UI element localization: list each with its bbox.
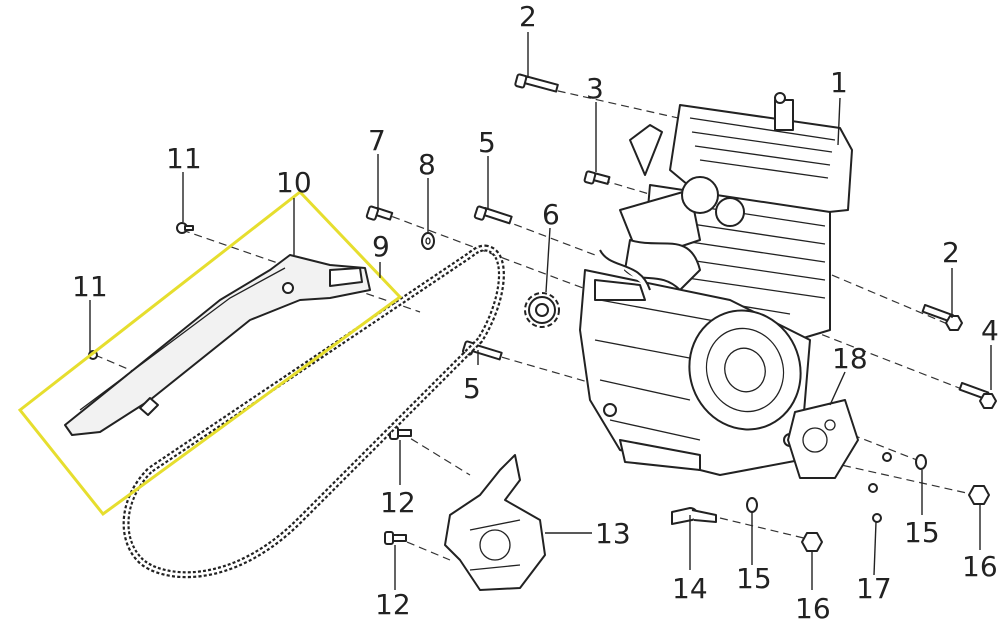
bolt-12-bottom — [384, 531, 407, 545]
callout-2-top: 2 — [519, 0, 537, 33]
callout-7: 7 — [368, 124, 386, 157]
callout-13: 13 — [595, 517, 631, 550]
bolt-12-top — [389, 426, 412, 440]
callout-15-bottom: 15 — [736, 562, 772, 595]
bolt-4 — [958, 382, 997, 409]
bolt-2-right — [921, 304, 963, 331]
highlight-box — [17, 189, 403, 517]
callout-10: 10 — [276, 166, 312, 199]
leader-lines — [89, 32, 992, 590]
bolts-17 — [868, 452, 892, 523]
callout-8: 8 — [418, 148, 436, 181]
sprocket-cover — [787, 399, 859, 479]
nuts-16 — [801, 485, 990, 552]
callout-17: 17 — [856, 572, 892, 605]
drive-chain-icon — [122, 244, 505, 579]
callout-15-right: 15 — [904, 516, 940, 549]
callout-1: 1 — [830, 66, 848, 99]
callout-5-top: 5 — [478, 126, 496, 159]
callout-12-top: 12 — [380, 486, 416, 519]
sprocket-icon — [524, 292, 560, 328]
callout-16-bottom: 16 — [795, 592, 831, 625]
bolt-5-top — [473, 205, 513, 225]
front-cover — [444, 454, 546, 591]
callout-9: 9 — [372, 230, 390, 263]
bolt-7 — [365, 205, 394, 221]
callout-2-right: 2 — [942, 236, 960, 269]
callout-labels: 1 2 2 3 4 5 5 6 7 8 9 10 11 11 12 12 13 … — [72, 0, 999, 625]
callout-11-top: 11 — [166, 142, 202, 175]
bracket-14 — [671, 507, 717, 525]
engine-block-icon — [579, 92, 853, 476]
callout-16-right: 16 — [962, 550, 998, 583]
callout-5-bottom: 5 — [463, 372, 481, 405]
chain-guard-icon — [64, 254, 371, 436]
callout-11-left: 11 — [72, 270, 108, 303]
bolt-3 — [583, 170, 611, 185]
bolt-2-top — [514, 73, 559, 93]
callout-3: 3 — [586, 72, 604, 105]
callout-6: 6 — [542, 198, 560, 231]
callout-12-bottom: 12 — [375, 588, 411, 621]
callout-4: 4 — [981, 314, 999, 347]
callout-18: 18 — [832, 342, 868, 375]
washer-8 — [421, 232, 435, 250]
screw-11-top — [176, 222, 194, 234]
callout-14: 14 — [672, 572, 708, 605]
